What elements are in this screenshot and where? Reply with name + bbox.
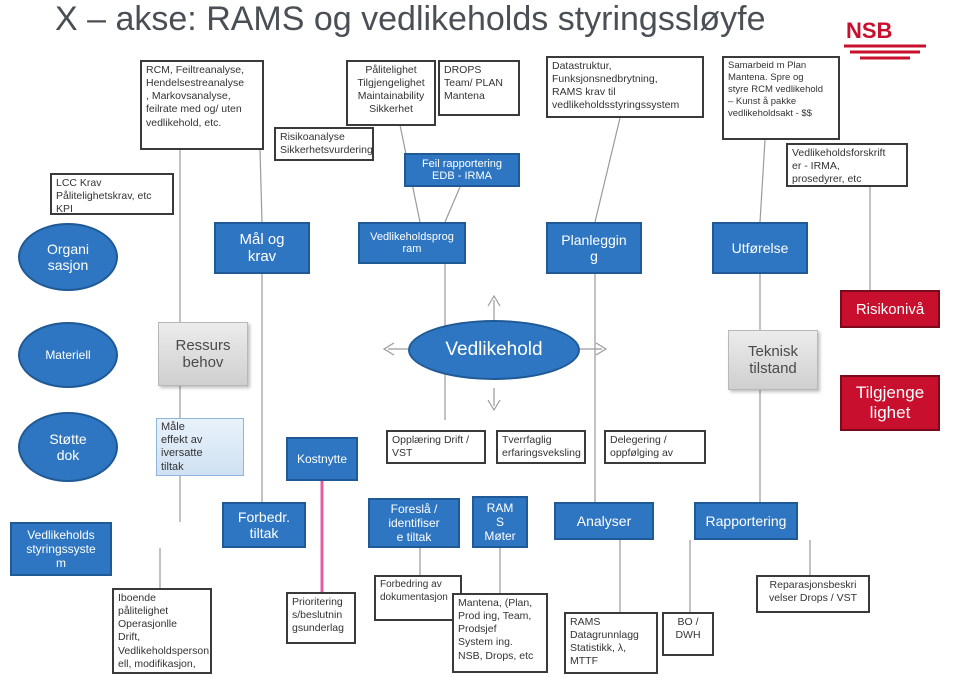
tverrfaglig-box: Tverrfaglig erfaringsveksling bbox=[496, 430, 586, 464]
maale-effekt-node: Måle effekt av iversatte tiltak bbox=[156, 418, 244, 476]
delegering-box: Delegering / oppfølging av ansvar bbox=[604, 430, 706, 464]
planlegging-node: Planleggin g bbox=[546, 222, 642, 274]
bo-dwh-box: BO / DWH bbox=[662, 612, 714, 656]
datastruktur-box: Datastruktur, Funksjonsnedbrytning, RAMS… bbox=[546, 56, 704, 118]
opplaering-box: Opplæring Drift / VST bbox=[386, 430, 486, 464]
foresla-tiltak-node: Foreslå / identifiser e tiltak bbox=[368, 498, 460, 548]
analyser-node: Analyser bbox=[554, 502, 654, 540]
svg-text:NSB: NSB bbox=[846, 18, 892, 43]
teknisk-tilstand-node: Teknisk tilstand bbox=[728, 330, 818, 390]
prioritering-box: Prioritering s/beslutnin gsunderlag bbox=[286, 592, 356, 644]
forbedring-dokumentasjon-box: Forbedring av dokumentasjon bbox=[374, 575, 462, 621]
risikoniva-node: Risikonivå bbox=[840, 290, 940, 328]
nsb-logo: NSB bbox=[844, 18, 926, 60]
page-title: X – akse: RAMS og vedlikeholds styringss… bbox=[55, 0, 766, 38]
forbedr-tiltak-node: Forbedr. tiltak bbox=[222, 502, 306, 548]
utforelse-node: Utførelse bbox=[712, 222, 808, 274]
ressursbehov-node: Ressurs behov bbox=[158, 322, 248, 386]
stotte-dok-node: Støtte dok bbox=[18, 412, 118, 482]
reparasjonsbeskrivelser-box: Reparasjonsbeskri velser Drops / VST bbox=[756, 575, 870, 613]
feil-rapportering-box: Feil rapportering EDB - IRMA bbox=[404, 153, 520, 187]
samarbeid-box: Samarbeid m Plan Mantena. Spre og styre … bbox=[722, 56, 840, 140]
maal-og-krav-node: Mål og krav bbox=[214, 222, 310, 274]
vedlikeholdsprogram-node: Vedlikeholdsprog ram bbox=[358, 222, 466, 264]
vedlikehold-node: Vedlikehold bbox=[408, 320, 580, 380]
vedlikeholdsforskrift-box: Vedlikeholdsforskrift er - IRMA, prosedy… bbox=[786, 143, 908, 187]
organisasjon-node: Organi sasjon bbox=[18, 223, 118, 291]
tilgjengelighet-node: Tilgjenge lighet bbox=[840, 375, 940, 431]
mantena-box: Mantena, (Plan, Prod ing, Team, Prodsjef… bbox=[452, 593, 548, 673]
drops-box: DROPS Team/ PLAN Mantena bbox=[438, 60, 520, 116]
rapportering-node: Rapportering bbox=[694, 502, 798, 540]
rams-datagrunnlag-box: RAMS Datagrunnlagg Statistikk, λ, MTTF bbox=[564, 612, 658, 674]
rams-box: Pålitelighet Tilgjengelighet Maintainabi… bbox=[346, 60, 436, 126]
risikoanalyse-box: Risikoanalyse Sikkerhetsvurdering bbox=[274, 127, 374, 161]
lcc-box: LCC Krav Pålitelighetskrav, etc KPI bbox=[50, 173, 174, 215]
materiell-node: Materiell bbox=[18, 322, 118, 388]
rams-moter-node: RAM S Møter bbox=[472, 496, 528, 548]
iboende-palitelighet-box: Iboende pålitelighet Operasjonlle Drift,… bbox=[112, 588, 212, 674]
vedlikeholds-styringssystem-node: Vedlikeholds styringssyste m bbox=[10, 522, 112, 576]
rcm-box: RCM, Feiltreanalyse, Hendelsestreanalyse… bbox=[140, 60, 264, 150]
kostnytte-node: Kostnytte bbox=[286, 437, 358, 481]
